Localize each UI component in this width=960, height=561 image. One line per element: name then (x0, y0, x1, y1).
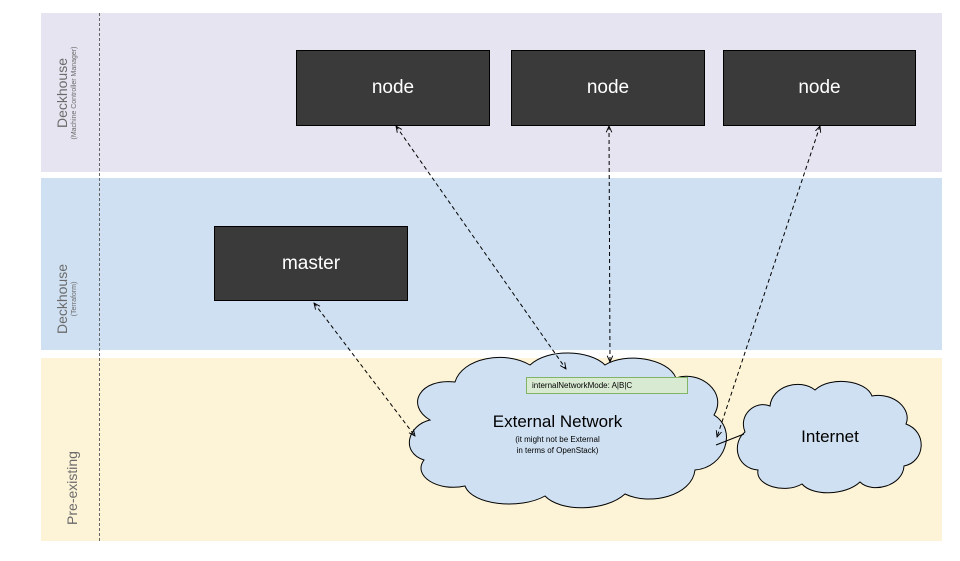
node-label: node (371, 77, 415, 98)
external-network-title: External Network (492, 412, 623, 431)
external-network-note-2: in terms of OpenStack) (516, 446, 599, 455)
internet-label: Internet (801, 427, 859, 446)
node-label: node (586, 77, 630, 98)
connector-master-network (314, 303, 415, 436)
node-box-2[interactable]: node (511, 50, 705, 126)
internal-network-mode-tag: internalNetworkMode: A|B|C (526, 377, 688, 394)
connector-node2-network (609, 126, 610, 362)
node-box-3[interactable]: node (723, 50, 916, 126)
master-box[interactable]: master (214, 226, 408, 301)
node-label: node (798, 77, 841, 98)
node-box-1[interactable]: node (296, 50, 490, 126)
connector-node1-network (396, 126, 566, 369)
external-network-note-1: (it might not be External (515, 435, 600, 444)
connector-node3-network (717, 126, 820, 437)
master-label: master (281, 252, 341, 274)
lane-divider (99, 13, 100, 541)
